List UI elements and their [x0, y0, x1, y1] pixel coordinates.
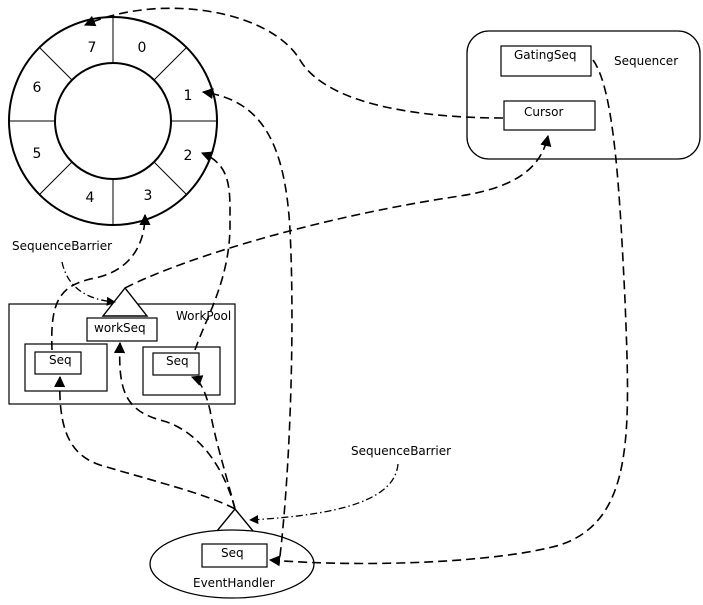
event-handler-seq-label: Seq: [221, 546, 244, 560]
edge-handler-to-leftseq: [54, 375, 236, 510]
work-seq-box: [86, 317, 158, 342]
ring-slot-0: 0: [138, 40, 147, 56]
sequence-barrier-top-label: SequenceBarrier: [12, 239, 112, 253]
event-handler-seq-box: [201, 543, 268, 568]
edge-barrier-bottom-to-triangle: [249, 463, 399, 525]
sequence-barrier-bottom-label: SequenceBarrier: [351, 444, 451, 458]
gating-seq-label: GatingSeq: [514, 48, 577, 62]
event-handler-label: EventHandler: [193, 576, 275, 590]
ring-slot-4: 4: [86, 190, 95, 206]
edge-handler-to-ring1: [201, 87, 293, 557]
ring-divider: [153, 46, 188, 81]
ring-slot-6: 6: [33, 80, 42, 96]
ring-slot-7: 7: [88, 40, 97, 56]
gating-seq-box: [500, 45, 592, 77]
event-handler-node: Seq EventHandler: [149, 529, 315, 599]
workpool-node: WorkPool workSeq Seq Seq: [8, 303, 236, 405]
edge-handler-to-workseq: [113, 341, 236, 510]
workpool-label: WorkPool: [176, 309, 231, 323]
work-seq-label: workSeq: [94, 321, 146, 335]
worker-left-seq-box: [34, 351, 82, 375]
ring-inner: [54, 62, 172, 180]
sequencer-label: Sequencer: [614, 54, 678, 68]
ring-divider: [38, 46, 73, 81]
edge-cursor-to-ring: [83, 7, 504, 119]
ring-slot-3: 3: [144, 188, 153, 204]
edge-handler-to-rightseq: [190, 375, 236, 510]
worker-right-seq-box: [152, 352, 200, 376]
sequencer-node: Sequencer GatingSeq Cursor: [466, 30, 701, 160]
ring-slot-2: 2: [184, 148, 193, 164]
workpool-barrier-triangle: [101, 286, 149, 317]
ring-buffer: 0 1 2 3 4 5 6 7: [8, 16, 218, 226]
worker-right-seq-label: Seq: [166, 354, 189, 368]
edge-rightseq-to-ring2: [194, 151, 231, 351]
cursor-label: Cursor: [524, 105, 564, 119]
edge-workseq-to-cursor: [124, 134, 552, 289]
worker-left-seq-label: Seq: [49, 353, 72, 367]
edge-leftseq-to-ring3: [50, 213, 151, 351]
cursor-box: [503, 100, 596, 131]
ring-slot-5: 5: [33, 146, 42, 162]
edge-barrier-top-to-triangle: [61, 261, 116, 306]
ring-slot-1: 1: [184, 88, 193, 104]
ring-divider: [38, 161, 73, 196]
ring-divider: [153, 161, 188, 196]
